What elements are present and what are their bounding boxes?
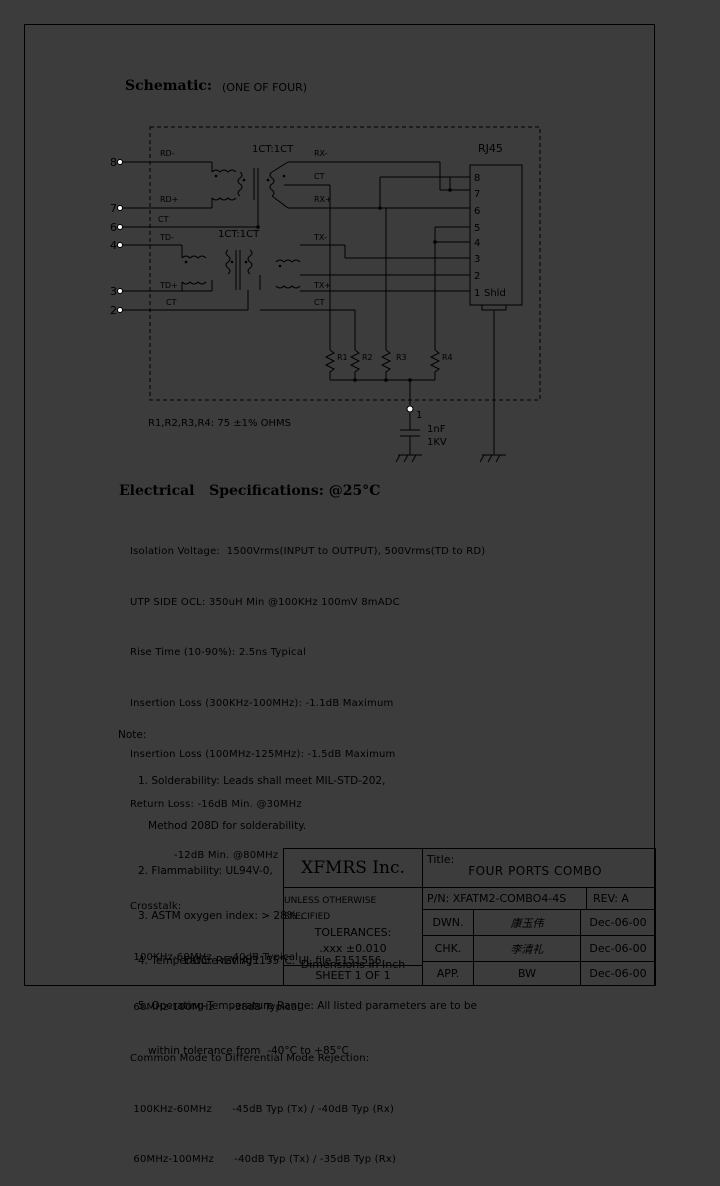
chk-date: Dec-06-00 — [580, 935, 656, 962]
signal-td-plus: TD+ — [159, 281, 178, 290]
resistor-r3: R3 — [396, 353, 407, 362]
company-name: XFMRS Inc. — [283, 848, 423, 888]
pin-label-6: 6 — [110, 221, 117, 234]
revision: REV: A — [586, 887, 656, 910]
signal-td-minus: TD- — [159, 233, 174, 242]
ratio-bottom: 1CT:1CT — [218, 229, 260, 240]
capacitor-value: 1nF — [427, 424, 446, 435]
note-line: Method 208D for solderability. — [138, 820, 307, 832]
signal-ct-bottom: CT — [166, 298, 177, 307]
note-line: 4. Temperature rating: 155°C. UL file E1… — [138, 955, 385, 967]
resistor-r4: R4 — [442, 353, 453, 362]
sheet-number: SHEET 1 OF 1 — [283, 965, 423, 986]
spec-line: Insertion Loss (300KHz-100MHz): -1.1dB M… — [130, 697, 394, 709]
rj45-pin-6: 6 — [474, 206, 480, 217]
part-number: P/N: XFATM2-COMBO4-4S — [422, 887, 587, 910]
spec-line: Insertion Loss (100MHz-125MHz): -1.5dB M… — [130, 748, 396, 760]
spec-line: Return Loss: -16dB Min. @30MHz — [130, 799, 302, 811]
dwn-name: 康玉伟 — [473, 909, 581, 936]
signal-rd-plus: RD+ — [160, 195, 178, 204]
title-block: XFMRS Inc. Title: FOUR PORTS COMBO UNLES… — [283, 848, 656, 986]
resistor-note: R1,R2,R3,R4: 75 ±1% OHMS — [148, 418, 291, 429]
spec-line: 100KHz-60MHz -45dB Typ (Tx) / -40dB Typ … — [130, 1103, 395, 1115]
note-line: 2. Flammability: UL94V-0, — [138, 865, 273, 877]
pin-label-3: 3 — [110, 285, 117, 298]
resistor-r1: R1 — [337, 353, 348, 362]
dimensions-text: Dimensions in Inch — [300, 958, 406, 971]
tolerance-value: .xxx ±0.010 — [319, 942, 387, 955]
title-cell: Title: FOUR PORTS COMBO — [422, 848, 656, 888]
rj45-pin-8: 8 — [474, 173, 480, 184]
signal-tx-plus: TX+ — [313, 281, 331, 290]
rj45-pin-4: 4 — [474, 238, 480, 249]
dwn-date: Dec-06-00 — [580, 909, 656, 936]
rj45-pin-7: 7 — [474, 189, 480, 200]
title-label: Title: — [427, 853, 455, 866]
spec-line: -12dB Min. @80MHz — [130, 850, 279, 862]
pin-label-8: 8 — [110, 156, 117, 169]
unless-text: UNLESS OTHERWISE SPECIFIED — [284, 896, 377, 922]
rj45-pin-2: 2 — [474, 271, 480, 282]
signal-ct-rx: CT — [314, 172, 325, 181]
chk-label: CHK. — [422, 935, 474, 962]
note-line: 3. ASTM oxygen index: > 28% . — [138, 910, 304, 922]
resistor-r2: R2 — [362, 353, 373, 362]
rj45-pin-5: 5 — [474, 223, 480, 234]
tolerances-text: TOLERANCES: — [314, 926, 392, 939]
note-line: within tolerance from -40°C to +85°C — [138, 1045, 349, 1057]
app-label: APP. — [422, 961, 474, 986]
rj45-pin-1: 1 — [474, 288, 480, 299]
app-date: Dec-06-00 — [580, 961, 656, 986]
schematic-diagram: 8 7 6 4 3 2 RD- RD+ CT TD- TD+ CT RX- CT… — [110, 126, 541, 463]
spec-line: UTP SIDE OCL: 350uH Min @100KHz 100mV 8m… — [130, 596, 400, 608]
spec-line: 60MHz-100MHz -38dB Typical — [130, 1002, 301, 1014]
doc-revision: DOC. REV A/1 — [184, 954, 260, 967]
notes-heading: Note: — [118, 729, 147, 741]
dwn-label: DWN. — [422, 909, 474, 936]
signal-tx-minus: TX- — [313, 233, 327, 242]
spec-line: Rise Time (10-90%): 2.5ns Typical — [130, 647, 307, 659]
app-name: BW — [473, 961, 581, 986]
signal-rx-minus: RX- — [314, 149, 328, 158]
electrical-heading: Electrical Specifications: @25°C — [119, 483, 381, 499]
spec-line: 100KHz-60MHz -40dB Typical — [130, 951, 299, 963]
ratio-top: 1CT:1CT — [252, 144, 294, 155]
title-value: FOUR PORTS COMBO — [468, 864, 603, 878]
note-line: 5. Operating Temperature Range: All list… — [138, 1000, 477, 1012]
rj45-pin-3: 3 — [474, 254, 480, 265]
schematic-subheading: (ONE OF FOUR) — [222, 81, 308, 94]
chk-name: 李清礼 — [473, 935, 581, 962]
signal-ct-top: CT — [158, 215, 169, 224]
rj45-title: RJ45 — [478, 142, 503, 155]
capacitor-voltage: 1KV — [427, 437, 447, 448]
signal-rd-minus: RD- — [160, 149, 175, 158]
signal-ct-tx: CT — [314, 298, 325, 307]
schematic-heading: Schematic: — [125, 78, 213, 94]
note-line: 1. Solderability: Leads shall meet MIL-S… — [138, 775, 386, 787]
pin-label-4: 4 — [110, 239, 117, 252]
spec-line: 60MHz-100MHz -40dB Typ (Tx) / -35dB Typ … — [130, 1154, 397, 1166]
spec-line: Isolation Voltage: 1500Vrms(INPUT to OUT… — [130, 545, 486, 557]
rj45-shield: Shld — [484, 288, 506, 299]
pin-label-7: 7 — [110, 202, 117, 215]
spec-line: Crosstalk: — [130, 900, 182, 912]
pin-label-2: 2 — [110, 304, 117, 317]
signal-rx-plus: RX+ — [314, 195, 332, 204]
capacitor-pin: 1 — [416, 410, 422, 421]
